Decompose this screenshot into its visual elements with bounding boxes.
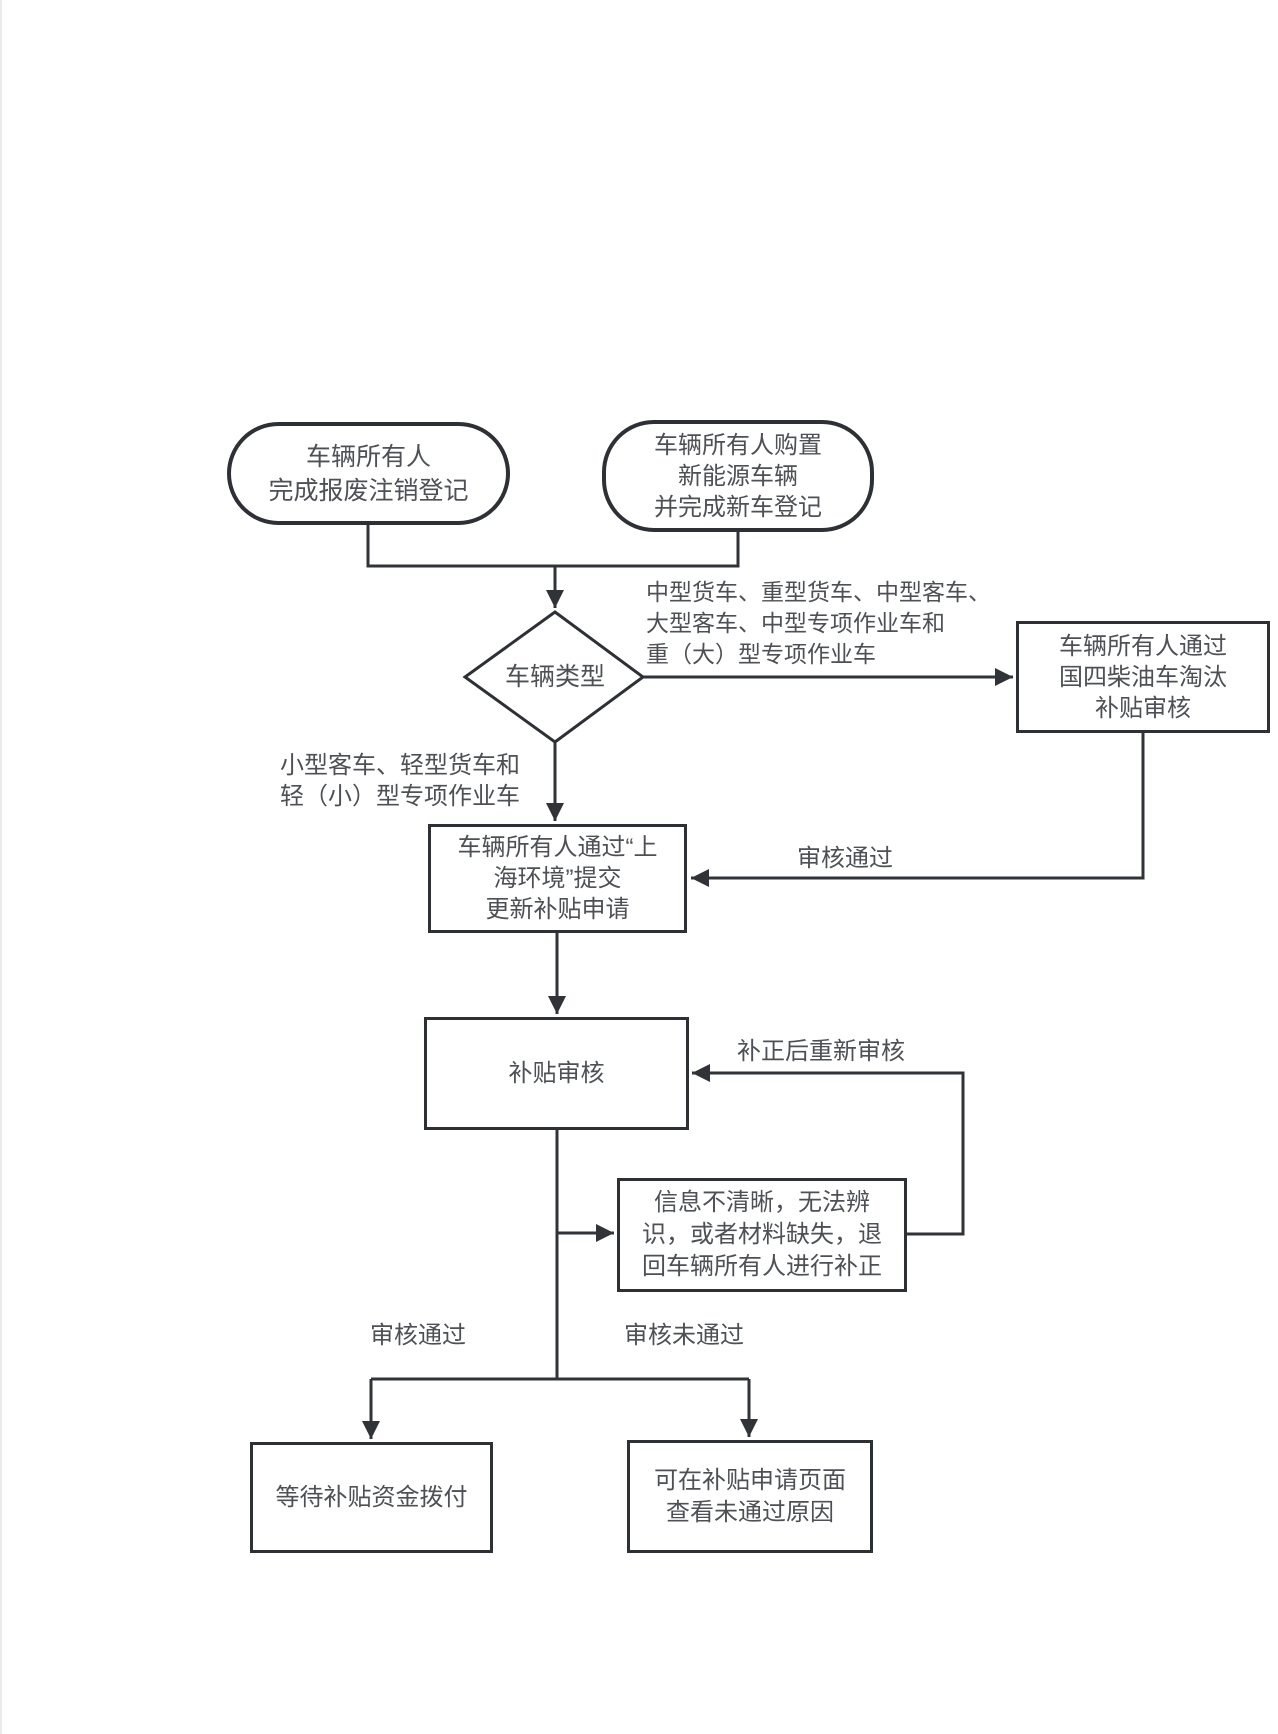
edge-label-resubmit-after-correction: 补正后重新审核: [737, 1036, 905, 1067]
node-scrap-registration: 车辆所有人 完成报废注销登记: [227, 422, 510, 525]
edge-label-line: 审核通过: [370, 1322, 466, 1349]
node-text-line: 信息不清晰，无法辨: [654, 1189, 870, 1216]
node-new-vehicle-purchase: 车辆所有人购置 新能源车辆 并完成新车登记: [602, 420, 874, 532]
node-text-line: 国四柴油车淘汰: [1059, 663, 1227, 691]
node-text-line: 更新补贴申请: [485, 896, 630, 923]
decision-diamond-shape: [462, 610, 646, 744]
edge-guosi-passed-to-submit: [691, 733, 1145, 887]
edge-label-line: 审核通过: [797, 845, 893, 872]
edge-label-review-passed: 审核通过: [370, 1320, 466, 1351]
page-left-edge-line: [0, 0, 2, 1734]
node-text-line: 识，或者材料缺失，退: [642, 1221, 882, 1248]
node-text-line: 海环境”提交: [493, 865, 622, 892]
node-text-line: 车辆所有人: [305, 442, 431, 471]
edge-label-light-vehicle-types: 小型客车、轻型货车和 轻（小）型专项作业车: [280, 750, 540, 812]
node-text-line: 车辆所有人购置: [654, 431, 822, 459]
edge-label-line: 大型客车、中型专项作业车和: [646, 610, 945, 636]
edge-label-review-failed: 审核未通过: [624, 1320, 744, 1351]
node-subsidy-review: 补贴审核: [424, 1017, 689, 1130]
node-info-unclear-return: 信息不清晰，无法辨 识，或者材料缺失，退 回车辆所有人进行补正: [617, 1178, 907, 1292]
node-text-line: 并完成新车登记: [654, 493, 822, 521]
edge-correction-loop: [692, 1064, 965, 1236]
node-text-line: 可在补贴申请页面: [654, 1466, 846, 1494]
node-text-line: 补贴审核: [508, 1059, 605, 1087]
node-view-reject-reason: 可在补贴申请页面 查看未通过原因: [627, 1440, 873, 1553]
node-text-line: 新能源车辆: [678, 462, 798, 490]
edge-label-line: 中型货车、重型货车、中型客车、: [646, 579, 991, 605]
edge-stadiums-join: [366, 525, 740, 568]
edge-label-line: 重（大）型专项作业车: [646, 641, 876, 667]
node-text-line: 车辆类型: [504, 663, 605, 691]
node-text-line: 查看未通过原因: [666, 1498, 834, 1526]
edge-label-line: 小型客车、轻型货车和: [280, 752, 520, 779]
edge-label-guosi-review-passed: 审核通过: [797, 843, 893, 874]
node-text-line: 补贴审核: [1095, 694, 1191, 722]
edge-label-heavy-vehicle-types: 中型货车、重型货车、中型客车、 大型客车、中型专项作业车和 重（大）型专项作业车: [646, 577, 1016, 670]
node-shanghai-env-submit: 车辆所有人通过“上 海环境”提交 更新补贴申请: [428, 824, 687, 933]
node-text-line: 等待补贴资金拨付: [275, 1483, 468, 1511]
edge-label-line: 补正后重新审核: [737, 1038, 905, 1065]
node-text-line: 完成报废注销登记: [268, 476, 469, 505]
node-wait-for-funds: 等待补贴资金拨付: [250, 1442, 493, 1553]
node-text-line: 回车辆所有人进行补正: [642, 1253, 882, 1280]
node-vehicle-type-decision: 车辆类型: [465, 662, 645, 692]
node-text-line: 车辆所有人通过“上: [457, 834, 658, 861]
edge-label-line: 审核未通过: [624, 1322, 744, 1349]
node-guosi-diesel-review: 车辆所有人通过 国四柴油车淘汰 补贴审核: [1016, 621, 1270, 733]
node-text-line: 车辆所有人通过: [1059, 632, 1227, 660]
edge-label-line: 轻（小）型专项作业车: [280, 783, 520, 810]
